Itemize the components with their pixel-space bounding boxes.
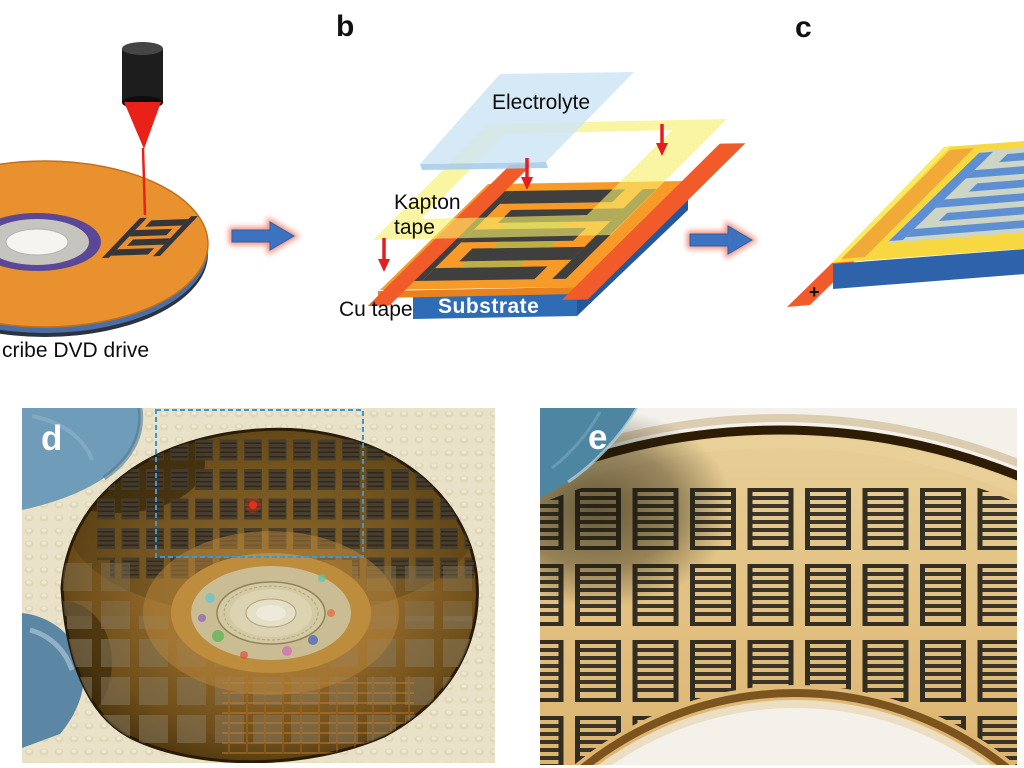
red-down-arrow-icon [378,238,390,272]
electrolyte-sheet [420,72,634,170]
cu-tape-right [562,143,746,300]
cover-edge-highlight [832,146,951,263]
panel-c-label: c [795,11,812,44]
red-arrow-icons [378,124,668,272]
kapton-label-line1: Kapton [394,191,461,214]
film-front-edge [378,287,577,298]
schematic-row: cribe DVD drive b [0,10,1024,362]
glove-finger [540,408,639,498]
polarity-plus-label: + [809,282,820,302]
disc-rim [540,414,1017,497]
disc-hub-iridescent [143,531,399,695]
panel-a: cribe DVD drive [0,42,209,362]
process-arrow-icon-2 [687,220,758,260]
cover-left-band [841,148,974,259]
electrolyte-label: Electrolyte [492,91,590,114]
panel-e-label: e [588,418,607,457]
inner-hole-rim [580,689,1010,765]
panel-b-label: b [336,10,354,43]
dvd-disc [0,160,209,337]
process-arrow-icon-1 [229,216,300,256]
disc-hub [0,213,101,271]
glove-finger-top [22,408,144,510]
panel-a-caption: cribe DVD drive [2,339,149,362]
panel-c: c + [787,11,1024,307]
red-down-arrow-icon [656,124,668,156]
photo-d: d [22,408,495,763]
cu-tape-label: Cu tape [339,298,413,321]
interdigitated-fingers [888,135,1024,242]
kapton-tape-frame [373,119,727,240]
laser-icon [122,42,163,216]
red-down-arrow-icon [521,158,533,190]
panel-b: b [336,10,746,321]
substrate-front [833,249,1024,289]
selection-box [155,409,364,558]
panel-d-label: d [41,419,62,458]
substrate-label: Substrate [438,295,539,318]
kapton-label-line2: tape [394,216,435,239]
photo-e: e [540,408,1017,765]
glove-finger-bottom [22,613,84,748]
scribed-pattern [102,216,198,258]
